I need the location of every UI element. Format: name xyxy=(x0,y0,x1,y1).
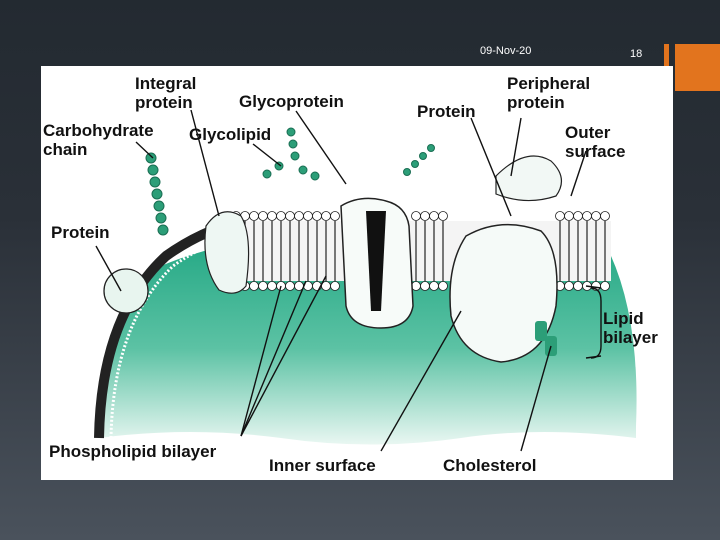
label-protein-left: Protein xyxy=(51,223,110,242)
lipid-head xyxy=(322,212,331,221)
lipid-head xyxy=(295,212,304,221)
peripheral-protein-shape xyxy=(496,156,561,201)
label-protein-top: Protein xyxy=(417,102,476,121)
lipid-head xyxy=(268,212,277,221)
lipid-head xyxy=(304,212,313,221)
lipid-head xyxy=(565,282,574,291)
lipid-head xyxy=(250,212,259,221)
label-glycoprotein: Glycoprotein xyxy=(239,92,344,111)
lipid-head xyxy=(331,212,340,221)
label-carbohydrate-chain: Carbohydrate chain xyxy=(43,121,154,159)
lipid-head xyxy=(601,282,610,291)
lipid-head xyxy=(421,282,430,291)
lipid-head xyxy=(277,212,286,221)
label-phospholipid-bilayer: Phospholipid bilayer xyxy=(49,442,216,461)
label-inner-surface: Inner surface xyxy=(269,456,376,475)
lipid-head xyxy=(430,212,439,221)
membrane-figure: Integral protein Glycoprotein Peripheral… xyxy=(41,66,673,480)
label-outer-surface: Outer surface xyxy=(565,123,625,161)
lipid-head xyxy=(286,212,295,221)
slide-number: 18 xyxy=(630,48,642,60)
outer-heads xyxy=(232,212,610,221)
lipid-head xyxy=(583,212,592,221)
lipid-head xyxy=(313,212,322,221)
lipid-head xyxy=(421,212,430,221)
lipid-head xyxy=(430,282,439,291)
lipid-head xyxy=(259,212,268,221)
lipid-head xyxy=(439,212,448,221)
lipid-head xyxy=(412,212,421,221)
label-glycolipid: Glycolipid xyxy=(189,125,271,144)
label-peripheral-protein: Peripheral protein xyxy=(507,74,590,112)
lipid-head xyxy=(250,282,259,291)
lipid-head xyxy=(259,282,268,291)
large-protein xyxy=(450,225,557,362)
lipid-head xyxy=(574,212,583,221)
accent-bar xyxy=(664,44,669,66)
lipid-head xyxy=(574,282,583,291)
lipid-head xyxy=(556,212,565,221)
lipid-head xyxy=(286,282,295,291)
label-cholesterol: Cholesterol xyxy=(443,456,537,475)
left-protein xyxy=(104,269,148,313)
lipid-head xyxy=(592,212,601,221)
lipid-head xyxy=(268,282,277,291)
lipid-head xyxy=(439,282,448,291)
accent-box xyxy=(675,44,720,91)
lipid-head xyxy=(565,212,574,221)
lipid-head xyxy=(601,212,610,221)
lipid-head xyxy=(331,282,340,291)
label-integral-protein: Integral protein xyxy=(135,74,196,112)
label-lipid-bilayer: Lipid bilayer xyxy=(603,309,658,347)
slide-date: 09-Nov-20 xyxy=(480,45,531,57)
